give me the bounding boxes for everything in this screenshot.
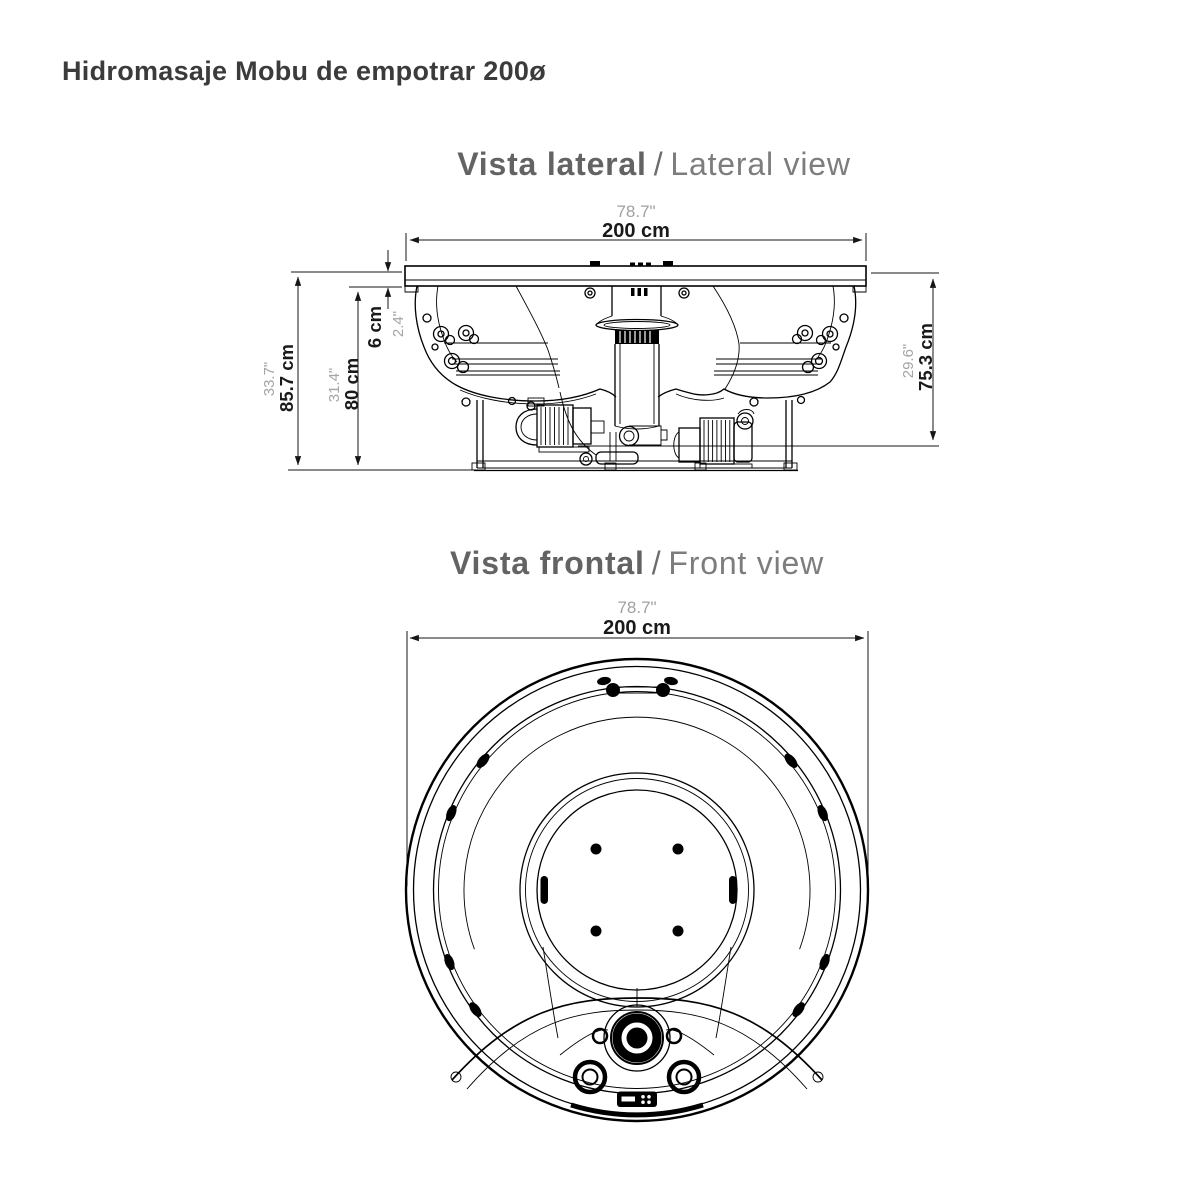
front-heading-en: Front view xyxy=(668,545,825,581)
inner-height-cm-label: 80 cm xyxy=(341,358,362,410)
lateral-heading-es: Vista lateral xyxy=(457,146,647,182)
page-title: Hidromasaje Mobu de empotrar 200ø xyxy=(62,56,547,86)
lateral-width-cm-label: 200 cm xyxy=(602,220,670,242)
lateral-heading-en: Lateral view xyxy=(670,146,851,182)
plumbing xyxy=(452,358,822,456)
front-heading-es: Vista frontal xyxy=(449,545,645,581)
perimeter-jets xyxy=(444,753,830,1017)
drain-fitting xyxy=(591,1004,683,1072)
drain-column xyxy=(595,286,679,447)
lateral-width-in-label: 78.7" xyxy=(616,202,655,221)
blower-unit xyxy=(579,451,639,466)
heading-separator: / xyxy=(651,545,662,581)
floor-fittings xyxy=(540,843,737,937)
lateral-dimension-lines xyxy=(288,233,939,471)
rim-cm-label: 6 cm xyxy=(364,306,385,348)
footwell xyxy=(542,946,732,1039)
deck xyxy=(404,261,867,293)
front-view-drawing: 78.7" 200 cm xyxy=(404,598,870,1123)
pump-right xyxy=(673,409,755,469)
total-height-cm-label: 85.7 cm xyxy=(276,344,297,412)
tub-shell xyxy=(414,285,857,405)
heading-separator: / xyxy=(653,146,664,182)
rim-in-label: 2.4" xyxy=(390,311,407,337)
front-width-cm-label: 200 cm xyxy=(603,617,671,639)
pump-left xyxy=(515,397,605,453)
depth-cm-label: 75.3 cm xyxy=(915,323,936,391)
bottom-skirt-arc xyxy=(570,1102,704,1118)
lateral-view-heading: Vista lateral/Lateral view xyxy=(457,146,851,183)
front-view-heading: Vista frontal/Front view xyxy=(450,545,824,582)
lateral-view-drawing: 78.7" 200 cm 33.7" 85.7 cm 31.4" 80 cm 6… xyxy=(261,202,939,472)
rim-circles xyxy=(404,657,870,1123)
total-height-in-label: 33.7" xyxy=(261,362,278,397)
base-frame xyxy=(471,400,798,472)
front-step-arch xyxy=(450,997,824,1118)
floor-circles xyxy=(519,772,755,1008)
front-width-in-label: 78.7" xyxy=(617,598,656,617)
under-deck-fittings xyxy=(584,287,690,299)
front-dimension-lines xyxy=(406,631,869,886)
top-rail-fittings xyxy=(597,676,678,697)
seat-edge-arc xyxy=(463,716,811,950)
depth-in-label: 29.6" xyxy=(900,344,917,379)
wall-jets-right xyxy=(791,313,849,374)
equipment-rings xyxy=(572,1059,702,1095)
inner-height-in-label: 31.4" xyxy=(326,368,343,403)
control-badge xyxy=(617,1091,657,1107)
wall-jets-left xyxy=(422,313,480,374)
